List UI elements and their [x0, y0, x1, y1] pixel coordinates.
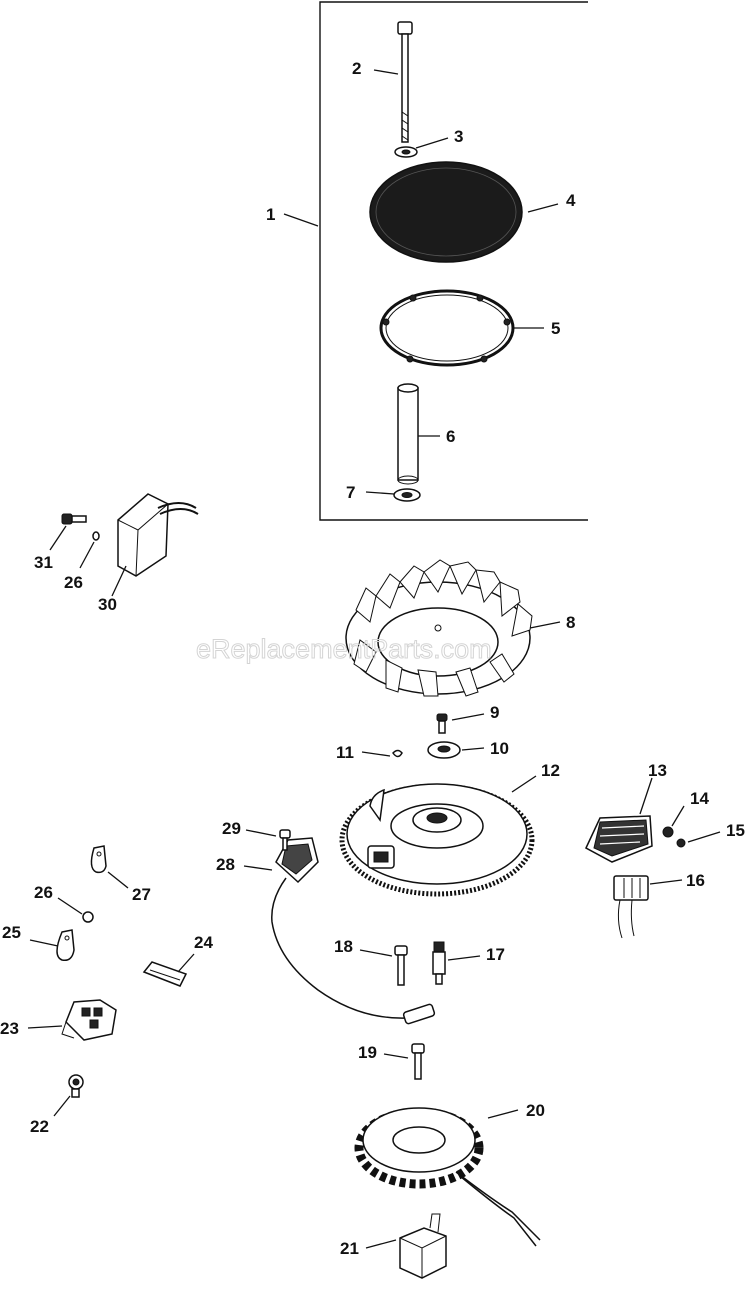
part-20-stator: [354, 1107, 541, 1247]
callout-15: 15: [726, 821, 745, 840]
callout-22: 22: [30, 1117, 49, 1136]
part-11-key: [392, 749, 403, 758]
callout-6: 6: [446, 427, 455, 446]
callout-13: 13: [648, 761, 667, 780]
callout-12: 12: [541, 761, 560, 780]
part-25-clip: [56, 929, 75, 962]
callout-31: 31: [34, 553, 53, 572]
part-3-washer: [394, 146, 418, 158]
callout-4: 4: [566, 191, 576, 210]
callout-8: 8: [566, 613, 575, 632]
part-30-module: [117, 493, 199, 577]
part-14-screw: [662, 826, 674, 838]
part-22-bolt: [68, 1074, 84, 1098]
callout-labels: 1 2 3 4 5 6 7 8 9 10 11 12 13 14 15 16 1…: [0, 59, 745, 1258]
callout-20: 20: [526, 1101, 545, 1120]
part-7-washer: [393, 488, 421, 502]
callout-19: 19: [358, 1043, 377, 1062]
kit-bracket: [319, 1, 588, 521]
part-17-pin: [432, 941, 446, 985]
callout-26-lower: 26: [34, 883, 53, 902]
part-26-washer-top: [92, 531, 100, 541]
callout-17: 17: [486, 945, 505, 964]
watermark: eReplacementParts.com: [196, 634, 492, 664]
part-2-bolt: [397, 21, 413, 143]
callout-28: 28: [216, 855, 235, 874]
callout-26-upper: 26: [64, 573, 83, 592]
callout-2: 2: [352, 59, 361, 78]
callout-1: 1: [266, 205, 275, 224]
part-12-flywheel: [339, 783, 535, 897]
part-27-clip: [90, 845, 107, 874]
part-15-screw: [676, 838, 686, 848]
callout-30: 30: [98, 595, 117, 614]
part-16-connector: [613, 875, 649, 939]
part-18-screw: [394, 945, 408, 986]
callout-23: 23: [0, 1019, 19, 1038]
part-6-spacer: [397, 383, 419, 485]
callout-3: 3: [454, 127, 463, 146]
callout-21: 21: [340, 1239, 359, 1258]
callout-9: 9: [490, 703, 499, 722]
callout-14: 14: [690, 789, 709, 808]
part-13-regulator: [585, 815, 653, 863]
callout-29: 29: [222, 819, 241, 838]
callout-18: 18: [334, 937, 353, 956]
part-9-screw: [436, 713, 448, 734]
part-31-bolt: [61, 513, 87, 525]
part-8-fan: [345, 559, 533, 697]
part-5-ring: [379, 289, 515, 367]
part-23-connector-block: [61, 999, 117, 1041]
part-24-sleeve: [142, 961, 188, 987]
part-4-screen: [369, 161, 523, 263]
part-21-relay: [399, 1213, 447, 1279]
part-29-screw: [279, 829, 291, 851]
callout-7: 7: [346, 483, 355, 502]
leader-lines: [27, 69, 721, 1249]
callout-27: 27: [132, 885, 151, 904]
callout-25: 25: [2, 923, 21, 942]
callout-10: 10: [490, 739, 509, 758]
callout-16: 16: [686, 871, 705, 890]
part-19-screw: [411, 1043, 425, 1080]
part-10-spacer-washer: [427, 741, 461, 759]
callout-5: 5: [551, 319, 560, 338]
callout-24: 24: [194, 933, 213, 952]
callout-11: 11: [336, 743, 354, 762]
part-26-nut-bottom: [82, 911, 94, 923]
